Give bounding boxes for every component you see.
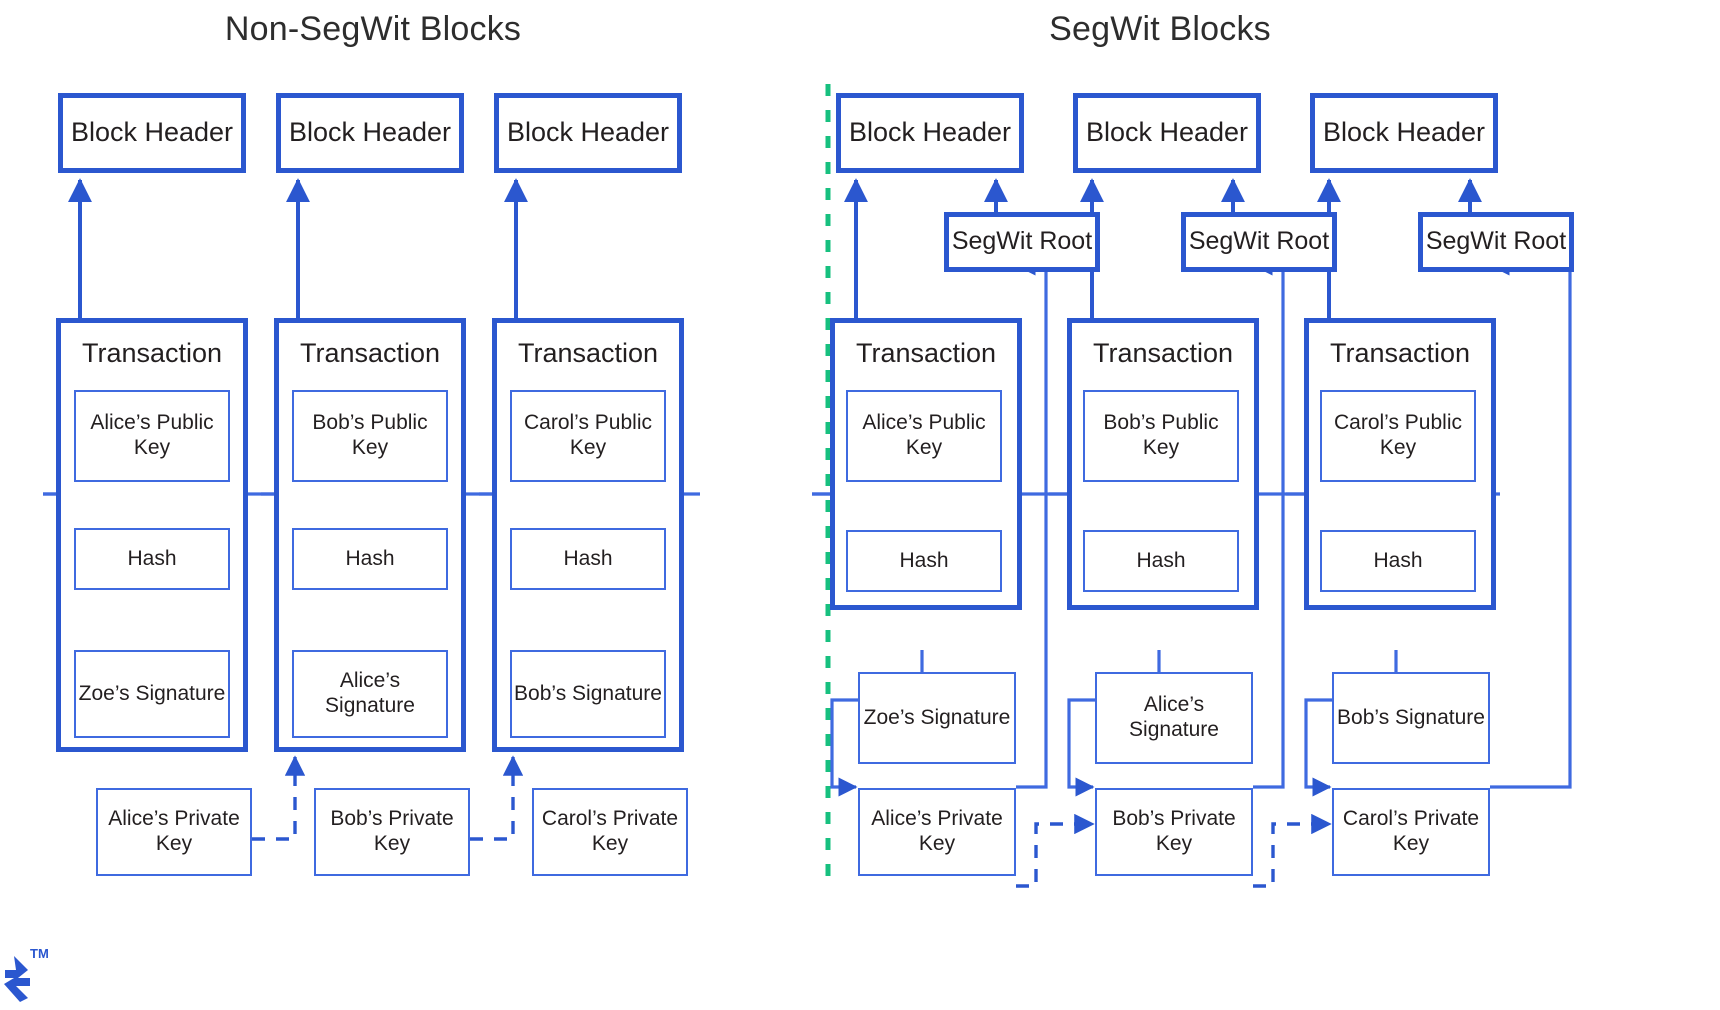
signature-box: Zoe’s Signature (74, 650, 230, 738)
transaction-label: Transaction (1092, 338, 1234, 368)
public-key-box: Carol’s Public Key (1320, 390, 1476, 482)
hash-box: Hash (1320, 530, 1476, 592)
signature-box: Bob’s Signature (1332, 672, 1490, 764)
transaction-label: Transaction (81, 338, 223, 368)
segwit-root-box: SegWit Root (1418, 212, 1574, 272)
hash-box: Hash (74, 528, 230, 590)
block-header-box: Block Header (276, 93, 464, 173)
public-key-box: Carol’s Public Key (510, 390, 666, 482)
public-key-box: Bob’s Public Key (1083, 390, 1239, 482)
signature-box: Alice’s Signature (1095, 672, 1253, 764)
transaction-label: Transaction (1329, 338, 1471, 368)
segwit-root-box: SegWit Root (1181, 212, 1337, 272)
signature-box: Alice’s Signature (292, 650, 448, 738)
signature-box: Bob’s Signature (510, 650, 666, 738)
signature-box: Zoe’s Signature (858, 672, 1016, 764)
block-header-box: Block Header (1310, 93, 1498, 173)
block-header-box: Block Header (58, 93, 246, 173)
private-key-box: Bob’s Private Key (1095, 788, 1253, 876)
hash-box: Hash (292, 528, 448, 590)
hash-box: Hash (1083, 530, 1239, 592)
right-panel-title: SegWit Blocks (1049, 10, 1271, 48)
block-header-box: Block Header (836, 93, 1024, 173)
transaction-label: Transaction (855, 338, 997, 368)
public-key-box: Alice’s Public Key (74, 390, 230, 482)
left-panel-title: Non-SegWit Blocks (224, 10, 522, 48)
block-header-box: Block Header (494, 93, 682, 173)
transaction-label: Transaction (517, 338, 659, 368)
hash-box: Hash (510, 528, 666, 590)
public-key-box: Alice’s Public Key (846, 390, 1002, 482)
hash-box: Hash (846, 530, 1002, 592)
transaction-label: Transaction (299, 338, 441, 368)
public-key-box: Bob’s Public Key (292, 390, 448, 482)
block-header-box: Block Header (1073, 93, 1261, 173)
private-key-box: Carol’s Private Key (532, 788, 688, 876)
private-key-box: Carol’s Private Key (1332, 788, 1490, 876)
private-key-box: Bob’s Private Key (314, 788, 470, 876)
private-key-box: Alice’s Private Key (96, 788, 252, 876)
toptal-logo (4, 956, 30, 1002)
trademark-label: TM (30, 946, 49, 961)
segwit-root-box: SegWit Root (944, 212, 1100, 272)
private-key-box: Alice’s Private Key (858, 788, 1016, 876)
